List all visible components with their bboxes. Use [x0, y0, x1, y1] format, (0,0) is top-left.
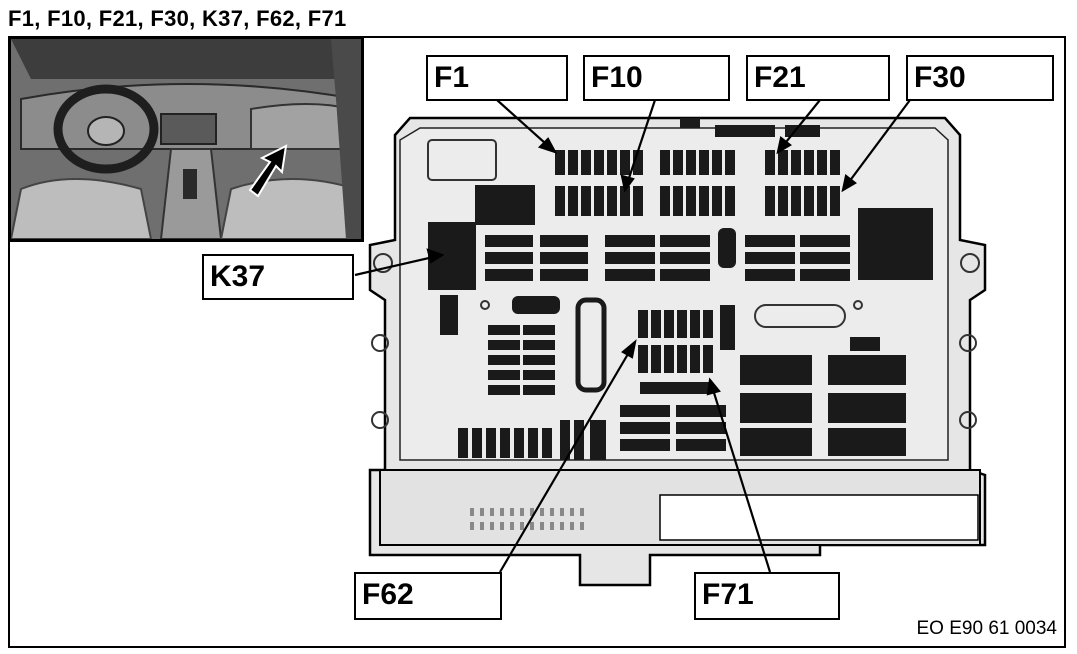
- label-f21: F21: [746, 55, 890, 101]
- page-title: F1, F10, F21, F30, K37, F62, F71: [8, 6, 347, 31]
- arrow-icon: [248, 144, 288, 198]
- label-f1: F1: [426, 55, 568, 101]
- interior-locator-inset: [8, 36, 364, 242]
- leader-lines: [354, 99, 911, 573]
- label-k37: K37: [202, 254, 354, 300]
- fuse-group-f21: [765, 150, 840, 216]
- fuse-group-f1: [555, 150, 643, 216]
- relay-right: [858, 208, 933, 280]
- fuse-group-f62-f71: [638, 305, 735, 394]
- fuse-group-f10: [660, 150, 735, 216]
- document-code: EO E90 61 0034: [916, 618, 1058, 639]
- label-f10: F10: [583, 55, 730, 101]
- lower-connector-pins: [470, 508, 584, 530]
- label-f30: F30: [906, 55, 1054, 101]
- label-f71: F71: [694, 572, 840, 620]
- interior-sketch: [11, 39, 361, 239]
- relay-blocks-lower-right: [740, 355, 906, 456]
- label-f62: F62: [354, 572, 502, 620]
